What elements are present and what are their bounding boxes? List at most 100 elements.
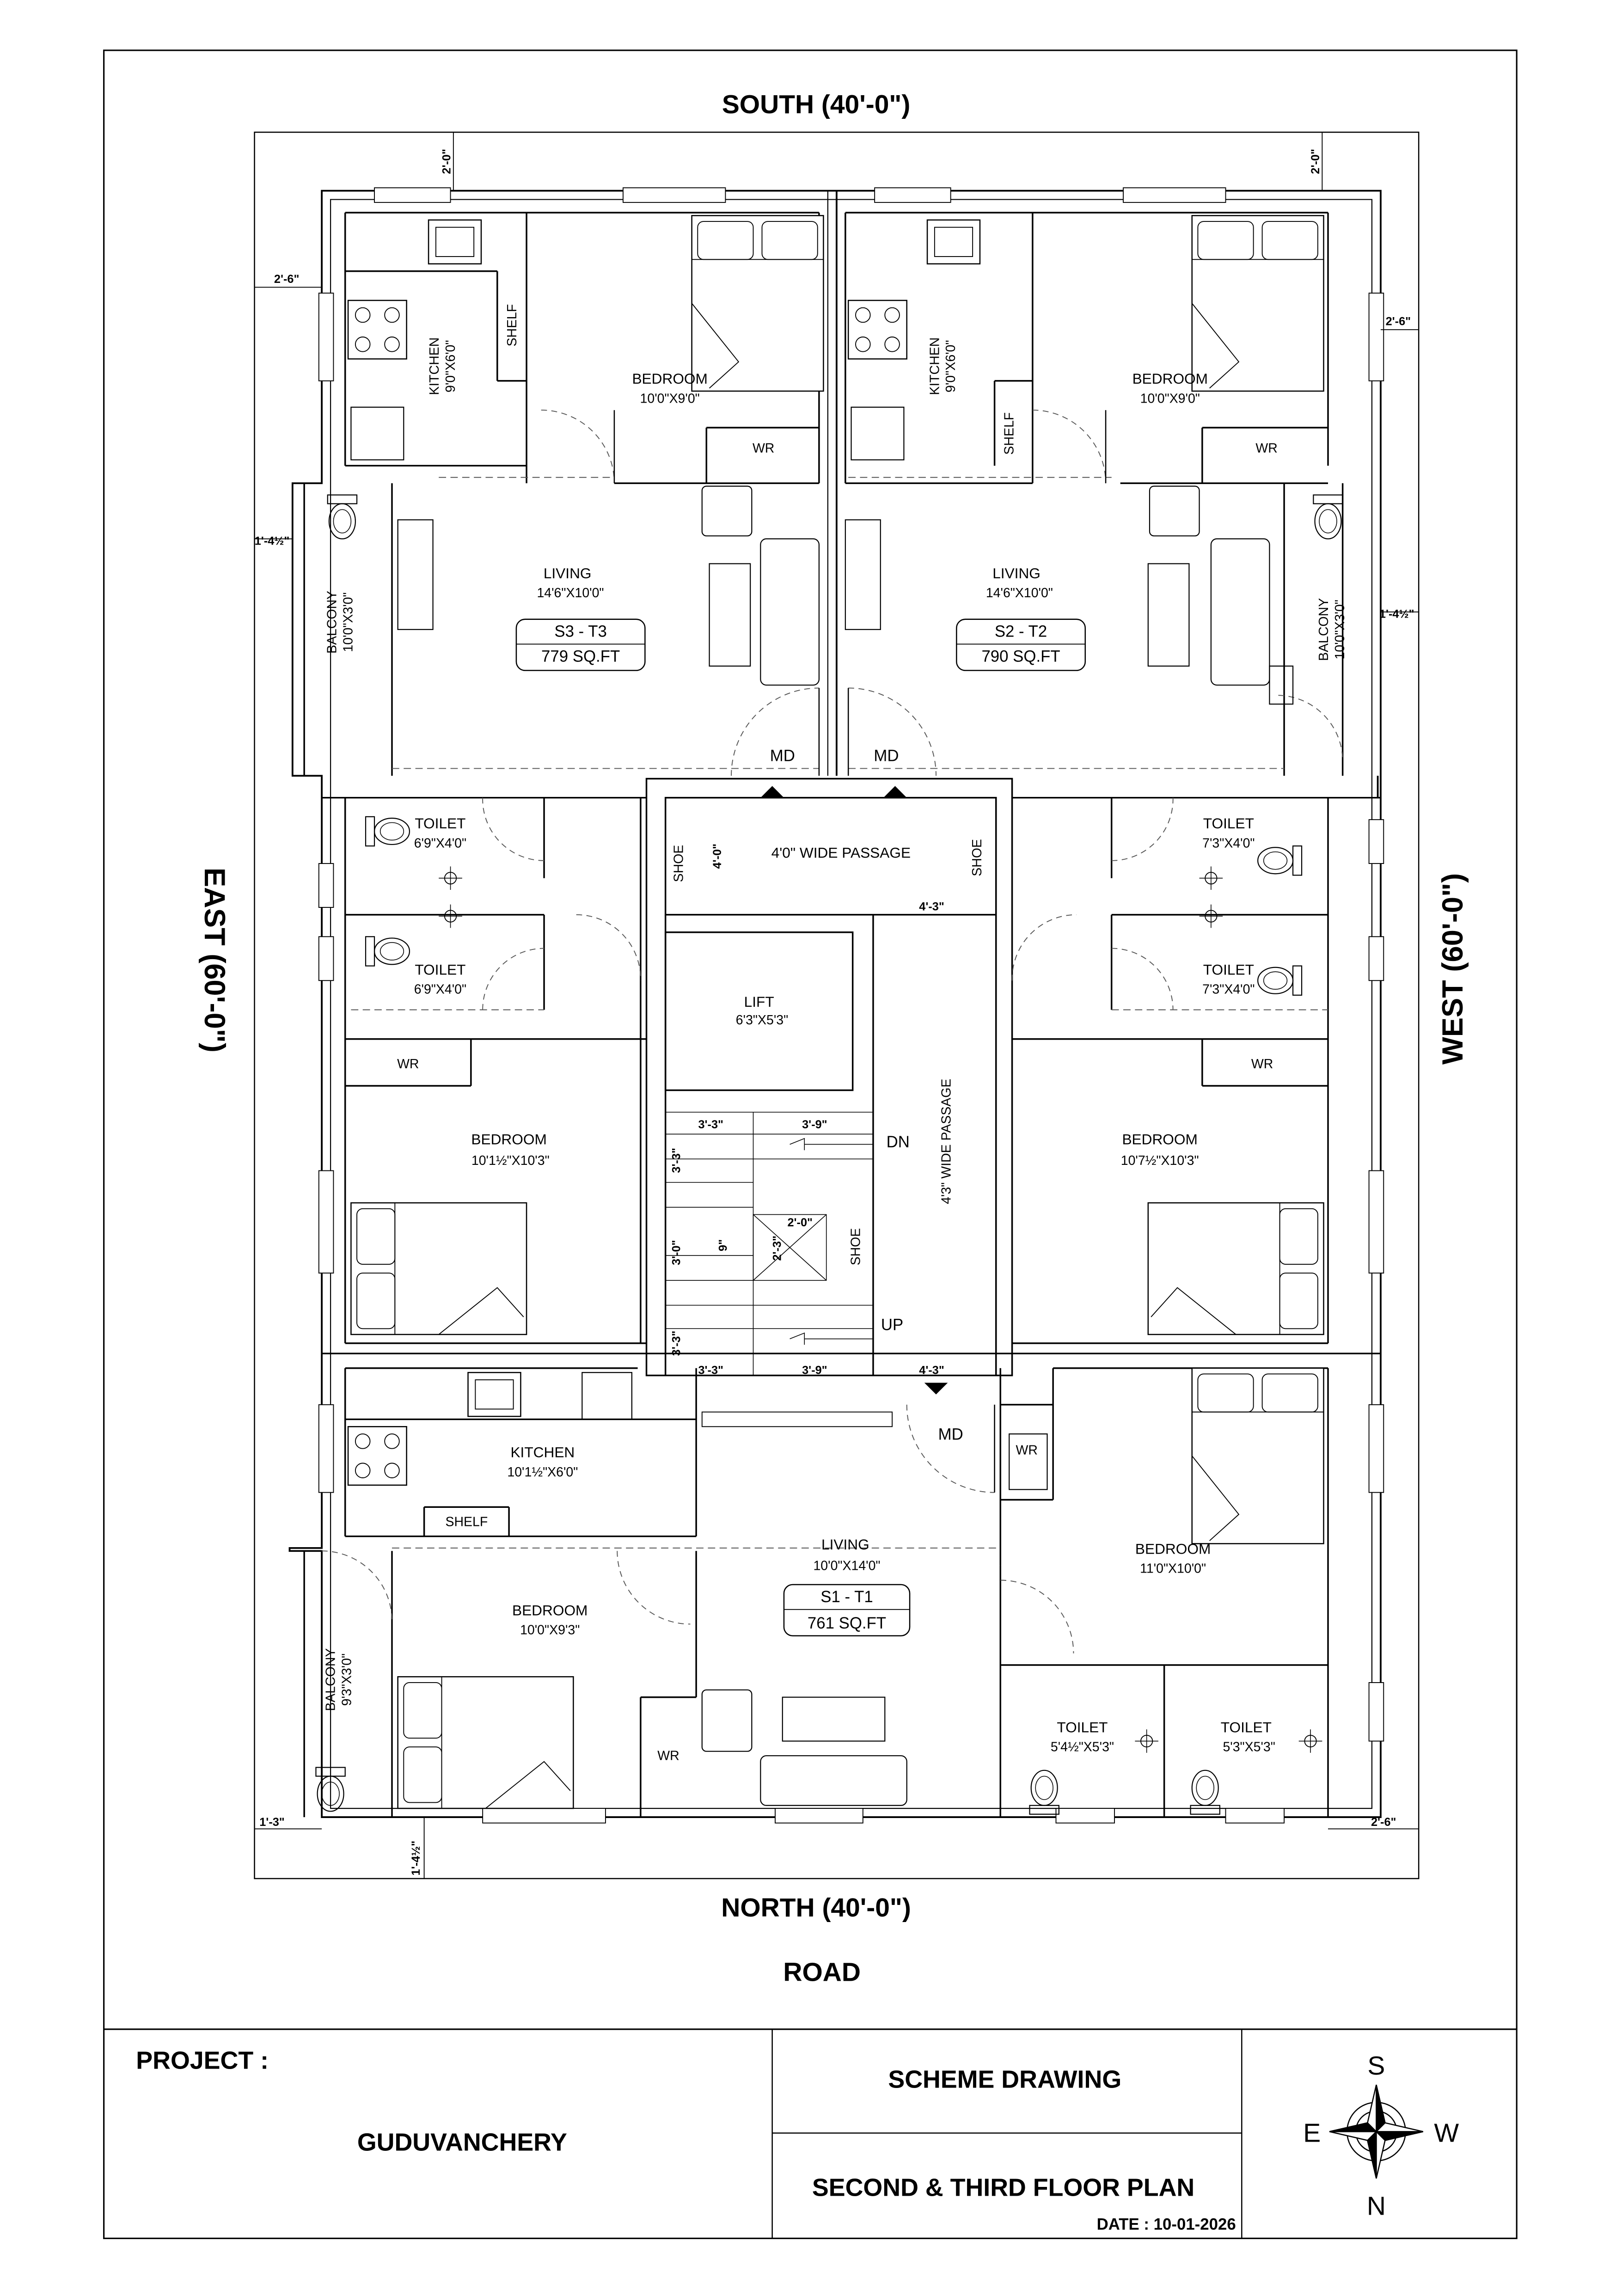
compass-e: E bbox=[1303, 2118, 1321, 2148]
setback-left-upper: 2'-6" bbox=[274, 273, 300, 286]
toilet-r1-size: 7'3"X4'0" bbox=[1202, 836, 1255, 851]
toilet-b2-size: 5'3"X5'3" bbox=[1223, 1740, 1275, 1755]
lift-size: 6'3"X5'3" bbox=[736, 1013, 788, 1028]
project-name: GUDUVANCHERY bbox=[357, 2128, 567, 2156]
setback-left-mid: 1'-4½" bbox=[255, 534, 290, 547]
balcony-l-name: BALCONY bbox=[325, 591, 340, 654]
setback-bottom-left: 1'-3" bbox=[259, 1816, 285, 1829]
bed-tr-name: BEDROOM bbox=[1132, 370, 1208, 387]
stair-dim-3-9-bottom: 3'-9" bbox=[802, 1364, 827, 1377]
living-b-name: LIVING bbox=[821, 1536, 869, 1553]
lift-name: LIFT bbox=[744, 993, 774, 1010]
wr-br: WR bbox=[1016, 1443, 1037, 1457]
stair-dim-3-0: 3'-0" bbox=[670, 1240, 683, 1265]
setback-bottom-mid: 1'-4½" bbox=[410, 1841, 422, 1876]
toilet-b1-size: 5'4½"X5'3" bbox=[1051, 1740, 1114, 1755]
shelf-l: SHELF bbox=[505, 304, 520, 347]
kitchen-b-name: KITCHEN bbox=[510, 1444, 575, 1461]
dim-4-3-a: 4'-3" bbox=[919, 900, 944, 913]
setback-top-left: 2'-0" bbox=[441, 149, 453, 174]
balcony-r-size: 10'0"X3'0" bbox=[1333, 600, 1347, 659]
balcony-r-name: BALCONY bbox=[1316, 598, 1331, 661]
side-label-west: WEST (60'-0") bbox=[1437, 873, 1469, 1065]
side-label-east: EAST (60'-0") bbox=[198, 868, 231, 1053]
bed-mr-name: BEDROOM bbox=[1122, 1131, 1197, 1148]
passage-v-label: 4'3" WIDE PASSAGE bbox=[939, 1079, 954, 1204]
wr-tr: WR bbox=[1255, 441, 1277, 456]
stair-dim-3-9-top: 3'-9" bbox=[802, 1118, 827, 1131]
unit-s1-area: 761 SQ.FT bbox=[808, 1614, 886, 1632]
bed-bl-size: 10'0"X9'3" bbox=[520, 1623, 580, 1638]
bed-tl-size: 10'0"X9'0" bbox=[640, 391, 700, 406]
date-label: DATE : 10-01-2026 bbox=[1097, 2215, 1236, 2233]
living-r-name: LIVING bbox=[992, 565, 1041, 582]
bed-tl-name: BEDROOM bbox=[632, 370, 707, 387]
bed-br-size: 11'0"X10'0" bbox=[1140, 1561, 1206, 1576]
toilet-l1-size: 6'9"X4'0" bbox=[414, 836, 466, 851]
unit-s3-code: S3 - T3 bbox=[554, 623, 606, 641]
shelf-b: SHELF bbox=[445, 1514, 488, 1529]
wr-bl: WR bbox=[657, 1749, 679, 1763]
toilet-l1-name: TOILET bbox=[415, 815, 465, 832]
md-b: MD bbox=[938, 1426, 963, 1444]
living-l-size: 14'6"X10'0" bbox=[537, 586, 604, 600]
setback-bottom-right: 2'-6" bbox=[1371, 1816, 1396, 1829]
wr-ml: WR bbox=[397, 1057, 419, 1071]
toilet-b2-name: TOILET bbox=[1221, 1719, 1272, 1736]
bed-br-name: BEDROOM bbox=[1135, 1541, 1211, 1557]
bed-ml-size: 10'1½"X10'3" bbox=[471, 1153, 550, 1168]
bed-mr-size: 10'7½"X10'3" bbox=[1121, 1153, 1199, 1168]
bed-tr-size: 10'0"X9'0" bbox=[1140, 391, 1200, 406]
stair-dim-3-3-left2: 3'-3" bbox=[670, 1331, 683, 1356]
unit-s3-area: 779 SQ.FT bbox=[541, 647, 620, 665]
toilet-r2-name: TOILET bbox=[1203, 961, 1254, 978]
kitchen-b-size: 10'1½"X6'0" bbox=[507, 1465, 578, 1480]
toilet-l2-name: TOILET bbox=[415, 961, 465, 978]
stair-dim-3-3-left: 3'-3" bbox=[670, 1148, 683, 1173]
dim-4-3-b: 4'-3" bbox=[919, 1364, 944, 1377]
setback-right-upper: 2'-6" bbox=[1386, 315, 1411, 328]
living-b-size: 10'0"X14'0" bbox=[813, 1558, 880, 1573]
toilet-b1-name: TOILET bbox=[1057, 1719, 1108, 1736]
kitchen-r-size: 9'0"X6'0" bbox=[943, 340, 958, 392]
stair-dim-3-3-bottom: 3'-3" bbox=[698, 1364, 723, 1377]
md-l: MD bbox=[770, 747, 795, 765]
dim-passage-4-0: 4'-0" bbox=[711, 844, 724, 869]
kitchen-r-name: KITCHEN bbox=[927, 337, 942, 395]
shoe-l: SHOE bbox=[672, 845, 686, 882]
setback-top-right: 2'-0" bbox=[1309, 149, 1322, 174]
living-r-size: 14'6"X10'0" bbox=[986, 586, 1053, 600]
balcony-b-size: 9'3"X3'0" bbox=[339, 1653, 354, 1706]
stair-dn: DN bbox=[887, 1133, 910, 1151]
side-label-south: SOUTH (40'-0") bbox=[722, 90, 911, 119]
unit-s2-area: 790 SQ.FT bbox=[981, 647, 1060, 665]
bed-ml-name: BEDROOM bbox=[471, 1131, 546, 1148]
shelf-r: SHELF bbox=[1002, 412, 1017, 455]
shoe-c: SHOE bbox=[970, 839, 985, 876]
balcony-b-name: BALCONY bbox=[324, 1648, 338, 1711]
side-label-north: NORTH (40'-0") bbox=[721, 1893, 911, 1923]
compass-n: N bbox=[1367, 2192, 1386, 2221]
stair-dim-2-0: 2'-0" bbox=[787, 1216, 813, 1229]
compass-w: W bbox=[1434, 2118, 1459, 2148]
kitchen-l-size: 9'0"X6'0" bbox=[443, 340, 458, 392]
toilet-r2-size: 7'3"X4'0" bbox=[1202, 982, 1255, 997]
md-r: MD bbox=[874, 747, 899, 765]
compass-s: S bbox=[1367, 2051, 1385, 2081]
scheme-title: SCHEME DRAWING bbox=[888, 2065, 1121, 2093]
stair-up: UP bbox=[881, 1316, 903, 1334]
kitchen-l-name: KITCHEN bbox=[427, 337, 442, 395]
road-label: ROAD bbox=[783, 1957, 861, 1987]
shoe-stair: SHOE bbox=[848, 1228, 863, 1266]
wr-tl: WR bbox=[753, 441, 774, 456]
wr-mr: WR bbox=[1251, 1057, 1273, 1071]
toilet-l2-size: 6'9"X4'0" bbox=[414, 982, 466, 997]
balcony-l-size: 10'0"X3'0" bbox=[341, 592, 356, 652]
passage-h-label: 4'0" WIDE PASSAGE bbox=[771, 844, 911, 861]
bed-bl-name: BEDROOM bbox=[512, 1602, 588, 1618]
stair-dim-2-3: 2'-3" bbox=[771, 1236, 784, 1261]
unit-s1-code: S1 - T1 bbox=[820, 1588, 873, 1606]
project-label: PROJECT : bbox=[136, 2046, 269, 2074]
setback-right-mid: 1'-4½" bbox=[1379, 608, 1414, 621]
